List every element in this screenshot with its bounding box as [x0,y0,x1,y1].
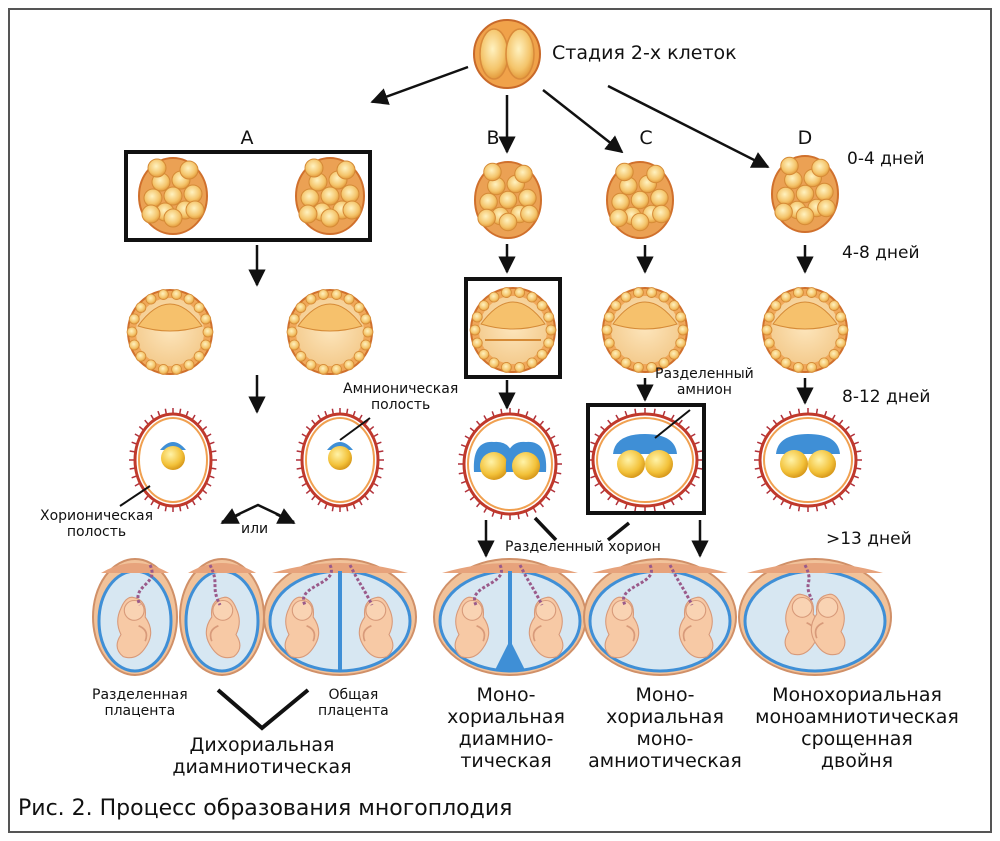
label-or: или [241,521,269,537]
blastocyst-b [469,287,557,373]
label-common-placenta: Общая плацента [318,687,389,720]
implant-a2 [296,408,384,512]
figure-caption: Рис. 2. Процесс образования многоплодия [18,796,513,821]
sac-b [433,558,587,676]
implant-d [754,408,862,512]
label-chorion-cavity: Хорионическая полость [40,508,153,541]
row-arrows [248,244,814,558]
days-8-12: 8-12 дней [842,387,931,407]
column-label-c: C [639,127,653,149]
sac-a-split-right [179,558,265,676]
split-chorion-pointers [533,516,631,542]
pointer-lines [119,409,691,507]
type-dichorionic: Дихориальная диамниотическая [172,734,352,778]
implant-c [587,408,703,512]
morula-d [771,155,839,233]
blastocyst-row [126,287,849,375]
stage-label: Стадия 2-х клеток [552,42,737,64]
morula-a1 [138,157,208,235]
morula-row [138,155,839,239]
blastocyst-c [601,287,689,373]
label-split-placenta: Разделенная плацента [92,687,188,720]
two-cell-stage [473,19,541,89]
blastocyst-a2 [286,289,374,375]
or-arrows [220,503,296,525]
morula-c [606,161,674,239]
type-conjoined: Монохориальная моноамниотическая срощенн… [755,684,959,772]
morula-b [474,161,542,239]
implant-a1 [129,408,217,512]
label-split-chorion: Разделенный хорион [505,539,661,555]
label-amnion-cavity: Амнионическая полость [343,381,459,414]
sac-d [738,558,892,676]
morula-a2 [295,157,365,235]
sac-a-common [263,558,417,676]
box-a [124,150,372,242]
blastocyst-d [761,287,849,373]
type-mono-diamnio: Моно- хориальная диамнио- тическая [447,684,565,772]
implant-b [458,408,562,520]
box-c [586,403,706,515]
days-13-plus: >13 дней [826,529,912,549]
column-label-a: A [240,127,254,149]
type-mono-mono: Моно- хориальная моно- амниотическая [588,684,742,772]
placenta-bracket [216,688,310,731]
days-0-4: 0-4 дней [847,149,925,169]
top-arrows [370,65,770,169]
label-split-amnion: Разделенный амнион [655,366,754,399]
days-4-8: 4-8 дней [842,243,920,263]
sac-a-split-left [92,558,178,676]
column-label-b: B [486,127,500,149]
implantation-row [129,408,862,520]
blastocyst-a1 [126,289,214,375]
sac-c [583,558,737,676]
fetal-sacs-row [92,558,892,676]
box-b [464,277,562,379]
figure-frame [8,8,992,833]
column-label-d: D [797,127,813,149]
